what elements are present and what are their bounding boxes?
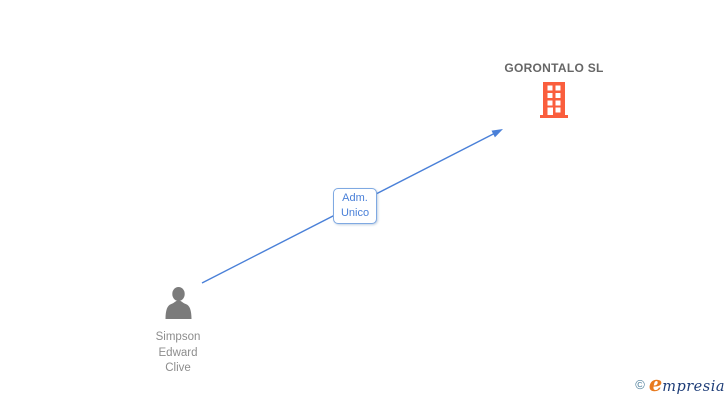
building-icon <box>540 82 568 118</box>
person-node[interactable]: Simpson Edward Clive <box>128 286 228 377</box>
brand-initial: e <box>648 371 663 396</box>
empresia-logo: ©empresia <box>635 371 725 396</box>
brand-name: mpresia <box>662 379 725 395</box>
relationship-label-line1: Adm. <box>342 192 368 204</box>
person-name-line1: Simpson <box>155 331 201 343</box>
copyright-icon: © <box>635 377 645 392</box>
relationship-label-line2: Unico <box>340 207 370 219</box>
person-name-line3: Clive <box>165 362 191 374</box>
company-name: GORONTALO SL <box>504 61 604 75</box>
relationship-label[interactable]: Adm. Unico <box>333 188 377 224</box>
person-name: Simpson Edward Clive <box>128 330 228 377</box>
person-icon <box>165 287 191 319</box>
arrowhead-icon <box>491 129 503 138</box>
company-node[interactable]: GORONTALO SL <box>474 61 634 123</box>
person-name-line2: Edward <box>158 346 198 359</box>
